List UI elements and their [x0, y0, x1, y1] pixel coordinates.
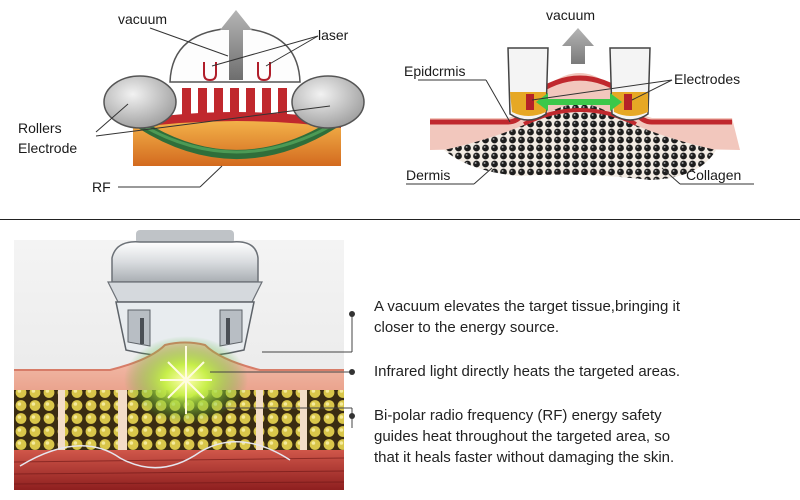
left-electrode	[526, 94, 534, 110]
laser-probe-icon	[203, 62, 217, 82]
left-roller	[103, 75, 177, 129]
electrode-label: Electrode	[18, 140, 77, 156]
laser-label: laser	[318, 27, 349, 43]
roller-rf-diagram: vacuum laser Rollers Electrode RF	[0, 0, 400, 215]
rf-label: RF	[92, 179, 111, 195]
bipolar-electrode-diagram-svg: vacuum Epidcrmis Electrodes Dermis Colla…	[404, 7, 754, 185]
caption-bullet	[349, 311, 355, 317]
vacuum-arrow-icon	[220, 10, 252, 80]
electrodes-label: Electrodes	[674, 71, 740, 87]
caption-vacuum: A vacuum elevates the target tissue,brin…	[374, 298, 681, 336]
vacuum-label: vacuum	[118, 11, 167, 27]
collagen-label: Collagen	[686, 167, 741, 183]
laser-probe-icon	[257, 62, 271, 82]
collagen-layer	[444, 104, 716, 180]
right-electrode	[624, 94, 632, 110]
roller-rf-diagram-svg: vacuum laser Rollers Electrode RF	[18, 10, 365, 195]
electrode-teeth	[182, 88, 287, 118]
bipolar-electrode-diagram: vacuum Epidcrmis Electrodes Dermis Colla…	[400, 0, 800, 215]
treatment-illustration: A vacuum elevates the target tissue,brin…	[0, 230, 800, 500]
epidermis-line	[430, 75, 732, 125]
rollers-label: Rollers	[18, 120, 62, 136]
dermis-label: Dermis	[406, 167, 450, 183]
vacuum-label: vacuum	[546, 7, 595, 23]
caption-bullet	[349, 369, 355, 375]
epidermis-label: Epidcrmis	[404, 63, 465, 79]
caption-rf: Bi-polar radio frequency (RF) energy saf…	[374, 407, 675, 466]
rf-current-arrow-icon	[536, 93, 622, 111]
section-divider	[0, 219, 800, 220]
treatment-illustration-svg	[13, 230, 355, 490]
caption-infrared: Infrared light directly heats the target…	[374, 363, 681, 380]
light-burst-icon	[160, 346, 212, 414]
caption-bullet	[349, 413, 355, 419]
vacuum-arrow-icon	[562, 28, 594, 64]
right-roller	[291, 75, 365, 129]
